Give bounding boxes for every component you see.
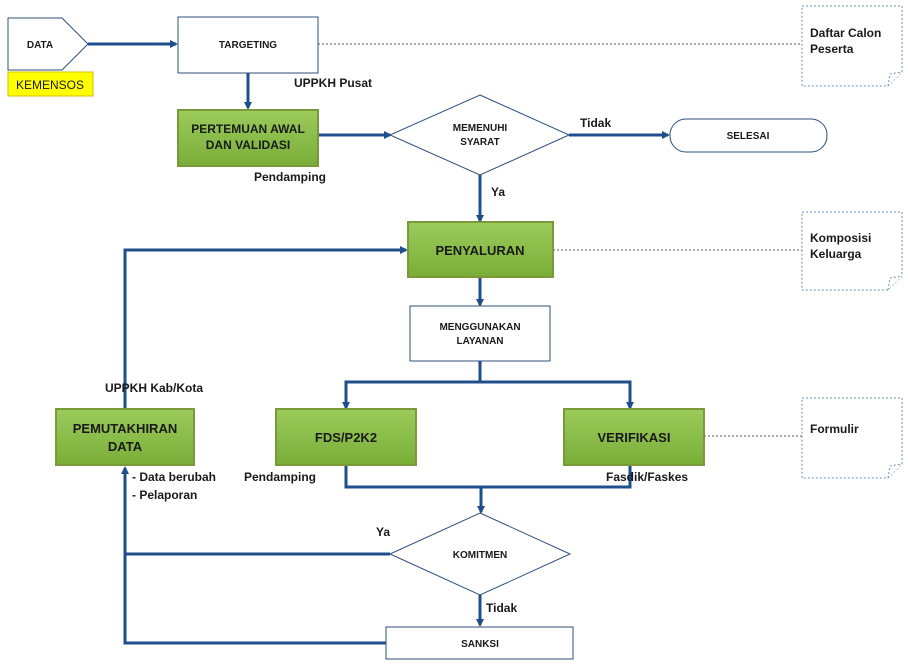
arrow-to-fds <box>342 361 482 410</box>
komitmen-label: KOMITMEN <box>453 550 507 561</box>
data-label: DATA <box>27 40 53 51</box>
fds-node: FDS/P2K2 <box>275 408 417 466</box>
menggunakan-label-2: LAYANAN <box>456 336 503 347</box>
pertemuan-box <box>177 109 319 167</box>
penyaluran-node: PENYALURAN <box>407 221 554 278</box>
komposisi-label-2: Keluarga <box>810 247 862 261</box>
pemutakhiran-box <box>55 408 195 466</box>
menggunakan-layanan-node: MENGGUNAKAN LAYANAN <box>409 305 551 362</box>
pendamping-label-1: Pendamping <box>254 170 326 184</box>
memenuhi-label-2: SYARAT <box>460 137 499 148</box>
data-node: DATA <box>7 17 89 71</box>
pemutakhiran-label-1: PEMUTAKHIRAN <box>73 421 177 436</box>
selesai-terminator <box>669 118 828 153</box>
selesai-node: SELESAI <box>669 118 828 153</box>
formulir-doc-shape <box>801 397 903 479</box>
pelaporan-label: - Pelaporan <box>132 488 197 502</box>
sanksi-box <box>385 626 574 660</box>
tidak-label-1: Tidak <box>580 116 611 130</box>
sanksi-label: SANKSI <box>461 639 499 650</box>
fasdik-faskes-label: Fasdik/Faskes <box>606 470 688 484</box>
sanksi-node: SANKSI <box>385 626 574 660</box>
selesai-label: SELESAI <box>727 131 770 142</box>
doc-komposisi-keluarga: Komposisi Keluarga <box>801 211 903 291</box>
ya-label-2: Ya <box>376 525 390 539</box>
memenuhi-diamond <box>388 94 571 176</box>
pemutakhiran-node: PEMUTAKHIRAN DATA <box>55 408 195 466</box>
memenuhi-label-1: MEMENUHI <box>453 123 508 134</box>
formulir-doc-fold <box>887 463 903 479</box>
targeting-node: TARGETING <box>177 16 319 74</box>
fds-label: FDS/P2K2 <box>315 430 377 445</box>
komposisi-doc-fold <box>887 275 903 291</box>
memenuhi-syarat-decision: MEMENUHI SYARAT <box>388 94 571 176</box>
arrow-to-verifikasi <box>480 380 634 410</box>
uppkh-pusat-label: UPPKH Pusat <box>294 76 372 90</box>
daftar-label-1: Daftar Calon <box>810 26 881 40</box>
komitmen-decision: KOMITMEN <box>388 512 572 596</box>
pemutakhiran-label-2: DATA <box>108 439 143 454</box>
doc-formulir: Formulir <box>801 397 903 479</box>
daftar-doc-fold <box>887 71 903 87</box>
fds-box <box>275 408 417 466</box>
targeting-box <box>177 16 319 74</box>
doc-daftar-calon-peserta: Daftar Calon Peserta <box>801 5 903 87</box>
daftar-label-2: Peserta <box>810 42 854 56</box>
pertemuan-node: PERTEMUAN AWAL DAN VALIDASI <box>177 109 319 167</box>
menggunakan-box <box>409 305 551 362</box>
targeting-label: TARGETING <box>219 40 277 51</box>
data-shape <box>7 17 89 71</box>
penyaluran-box <box>407 221 554 278</box>
pertemuan-label-1: PERTEMUAN AWAL <box>191 122 305 136</box>
kemensos-badge: KEMENSOS <box>7 71 94 97</box>
connectors <box>88 40 670 645</box>
menggunakan-label-1: MENGGUNAKAN <box>439 322 520 333</box>
komposisi-label-1: Komposisi <box>810 231 871 245</box>
arrow-sanksi-to-pemutakhiran <box>121 466 386 645</box>
verifikasi-node: VERIFIKASI <box>563 408 705 466</box>
ya-label-1: Ya <box>491 185 505 199</box>
uppkh-kab-label: UPPKH Kab/Kota <box>105 381 203 395</box>
verifikasi-box <box>563 408 705 466</box>
kemensos-label: KEMENSOS <box>16 78 84 92</box>
kemensos-bg <box>7 71 94 97</box>
daftar-doc-shape <box>801 5 903 87</box>
tidak-label-2: Tidak <box>486 601 517 615</box>
dotted-links <box>318 43 802 437</box>
formulir-label: Formulir <box>810 422 859 436</box>
pertemuan-label-2: DAN VALIDASI <box>206 138 290 152</box>
verifikasi-label: VERIFIKASI <box>598 430 671 445</box>
komitmen-diamond <box>388 512 572 596</box>
data-berubah-label: - Data berubah <box>132 470 216 484</box>
penyaluran-label: PENYALURAN <box>435 243 524 258</box>
arrow-pemutakhiran-to-penyaluran <box>123 246 408 408</box>
line-merge-fds-verifikasi <box>344 465 632 489</box>
pendamping-label-2: Pendamping <box>244 470 316 484</box>
